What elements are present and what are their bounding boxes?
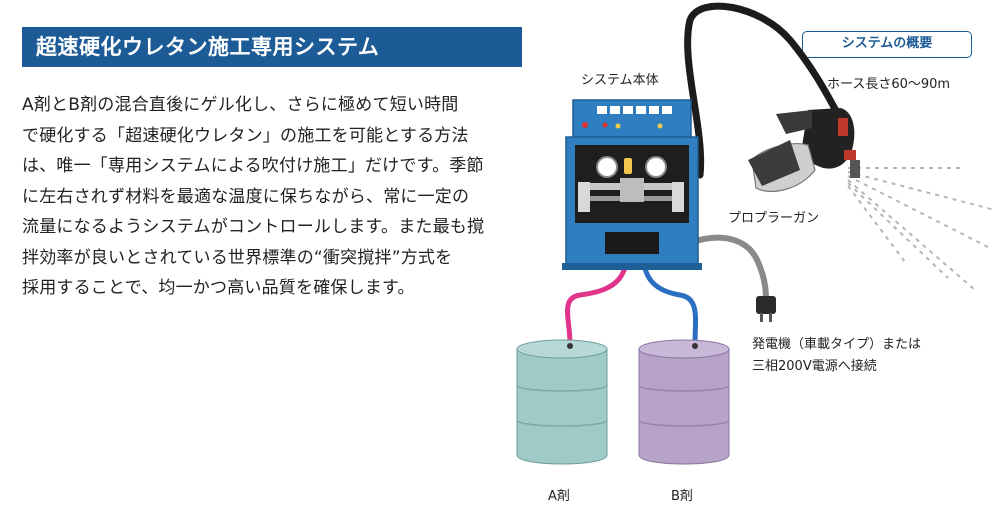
drum-a-label: A剤 [548, 488, 570, 504]
power-label-line2: 三相200V電源へ接続 [752, 358, 877, 374]
drum-a [516, 339, 608, 465]
drum-b [638, 339, 730, 465]
spray-pattern [847, 167, 996, 291]
drum-b-label: B剤 [671, 488, 693, 504]
main-hose [684, 2, 844, 179]
power-label-line1: 発電機（車載タイプ）または [752, 337, 921, 352]
hose-length-label: ホース長さ60〜90m [827, 77, 950, 92]
description-line: で硬化する「超速硬化ウレタン」の施工を可能とする方法 [22, 125, 469, 146]
spray-gun-icon [748, 108, 860, 192]
description: A剤とB剤の混合直後にゲル化し、さらに極めて短い時間 で硬化する「超速硬化ウレタ… [22, 90, 532, 304]
page-title: 超速硬化ウレタン施工専用システム [22, 27, 522, 67]
description-line: 拌効率が良いとされている世界標準の“衝突撹拌”方式を [22, 247, 453, 268]
power-cord [687, 234, 769, 303]
system-unit [562, 99, 702, 270]
description-line: は、唯一「専用システムによる吹付け施工」だけです。季節 [22, 156, 484, 176]
description-line: に左右されず材料を最適な温度に保ちながら、常に一定の [22, 186, 470, 207]
power-plug-icon [756, 296, 776, 322]
description-line: 採用することで、均一かつ高い品質を確保します。 [22, 278, 415, 298]
gun-label: プロプラーガン [728, 211, 819, 226]
main-unit-label: システム本体 [581, 73, 659, 88]
description-line: A剤とB剤の混合直後にゲル化し、さらに極めて短い時間 [22, 95, 459, 115]
description-line: 流量になるようシステムがコントロールします。また最も撹 [22, 217, 485, 237]
system-overview-badge: システムの概要 [802, 31, 972, 58]
